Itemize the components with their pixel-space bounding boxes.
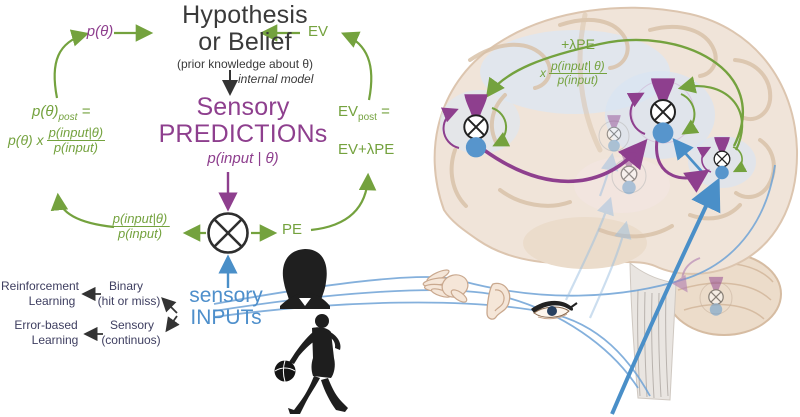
basketball-player-silhouette bbox=[288, 314, 348, 414]
brain-fraction-denominator: p(input) bbox=[557, 72, 599, 87]
ev-post-eq: = bbox=[381, 103, 390, 120]
eye-icon bbox=[531, 300, 578, 320]
posterior-eq: = bbox=[81, 103, 91, 120]
gyri-texture bbox=[449, 12, 776, 239]
woman-silhouette bbox=[280, 249, 330, 309]
cerebellum-arrow bbox=[672, 257, 701, 293]
ev-post-label: EVpost = bbox=[338, 103, 390, 123]
brain-circuit-arrows bbox=[440, 38, 748, 415]
hypothesis-title-line1: Hypothesis bbox=[182, 1, 308, 29]
prediction-node-icon-faded bbox=[606, 114, 622, 153]
reinforcement-learning-line2: Learning bbox=[28, 294, 76, 308]
predictions-title-line1: Sensory bbox=[196, 93, 290, 121]
hand-icon bbox=[422, 269, 469, 303]
internal-model-label: internal model bbox=[238, 72, 314, 86]
pe-fraction-numerator: p(input|θ) bbox=[110, 211, 170, 227]
likelihood-label: p(input | θ) bbox=[207, 150, 279, 167]
bayes-prefix: p(θ) x bbox=[8, 131, 44, 148]
sensory-continuous-line1: Sensory bbox=[109, 318, 155, 332]
pe-fraction-denominator: p(input) bbox=[117, 225, 163, 241]
brain-lambda-pe-label: +λPE bbox=[561, 36, 595, 52]
pe-arrow bbox=[655, 139, 710, 193]
prediction-node-icon-faded bbox=[708, 276, 724, 317]
predictions-title-line2: PREDICTIONs bbox=[158, 120, 328, 148]
inputs-title-line1: sensory bbox=[189, 284, 263, 307]
p-theta-label: p(θ) bbox=[86, 23, 114, 40]
inputs-title-line2: INPUTs bbox=[190, 306, 262, 329]
hypothesis-title-line2: or Belief bbox=[198, 28, 292, 56]
sensory-continuous-line2: (continuos) bbox=[101, 333, 161, 347]
feedforward-arrow bbox=[610, 177, 721, 415]
ev-post-sub: post bbox=[358, 112, 377, 123]
binary-label-line2: (hit or miss) bbox=[97, 294, 161, 308]
ev-post-base: EV bbox=[338, 103, 359, 120]
bayes-numerator: p(input|θ) bbox=[46, 125, 106, 141]
ev-label: EV bbox=[307, 23, 329, 40]
binary-label-line1: Binary bbox=[108, 279, 144, 293]
pe-label: PE bbox=[281, 221, 303, 238]
comparator-icon bbox=[207, 212, 249, 254]
reinforcement-learning-line1: Reinforcement bbox=[0, 279, 80, 293]
posterior-sub: post bbox=[58, 112, 78, 123]
prediction-node-icon bbox=[649, 77, 677, 145]
prediction-arrow bbox=[677, 76, 743, 151]
basketball-icon bbox=[274, 360, 296, 382]
brain-illustration bbox=[433, 6, 799, 401]
brain-times: x bbox=[540, 65, 546, 80]
brain-fraction: x p(input| θ) p(input) bbox=[540, 60, 607, 86]
bayes-formula: p(θ) x p(input|θ) p(input) bbox=[8, 125, 106, 155]
prediction-node-icon bbox=[713, 136, 731, 180]
pe-fraction: p(input|θ) p(input) bbox=[110, 210, 170, 241]
ev-update-formula: EV+λPE bbox=[338, 141, 395, 158]
posterior-label: p(θ)post = bbox=[32, 103, 91, 123]
prediction-node-icon bbox=[463, 93, 489, 159]
prior-knowledge-caption: (prior knowledge about θ) bbox=[176, 57, 314, 71]
flow-arrows bbox=[50, 24, 377, 342]
ear-icon bbox=[486, 282, 511, 320]
bayes-fraction: p(input|θ) p(input) bbox=[46, 125, 106, 155]
brain-fraction-numerator: p(input| θ) bbox=[549, 59, 607, 74]
prediction-arrow bbox=[485, 38, 744, 147]
posterior-base: p(θ) bbox=[32, 103, 59, 120]
prediction-node-icon-faded bbox=[620, 151, 638, 195]
bayes-denominator: p(input) bbox=[53, 139, 98, 155]
error-based-learning-line2: Learning bbox=[31, 333, 79, 347]
error-based-learning-line1: Error-based bbox=[14, 318, 78, 332]
